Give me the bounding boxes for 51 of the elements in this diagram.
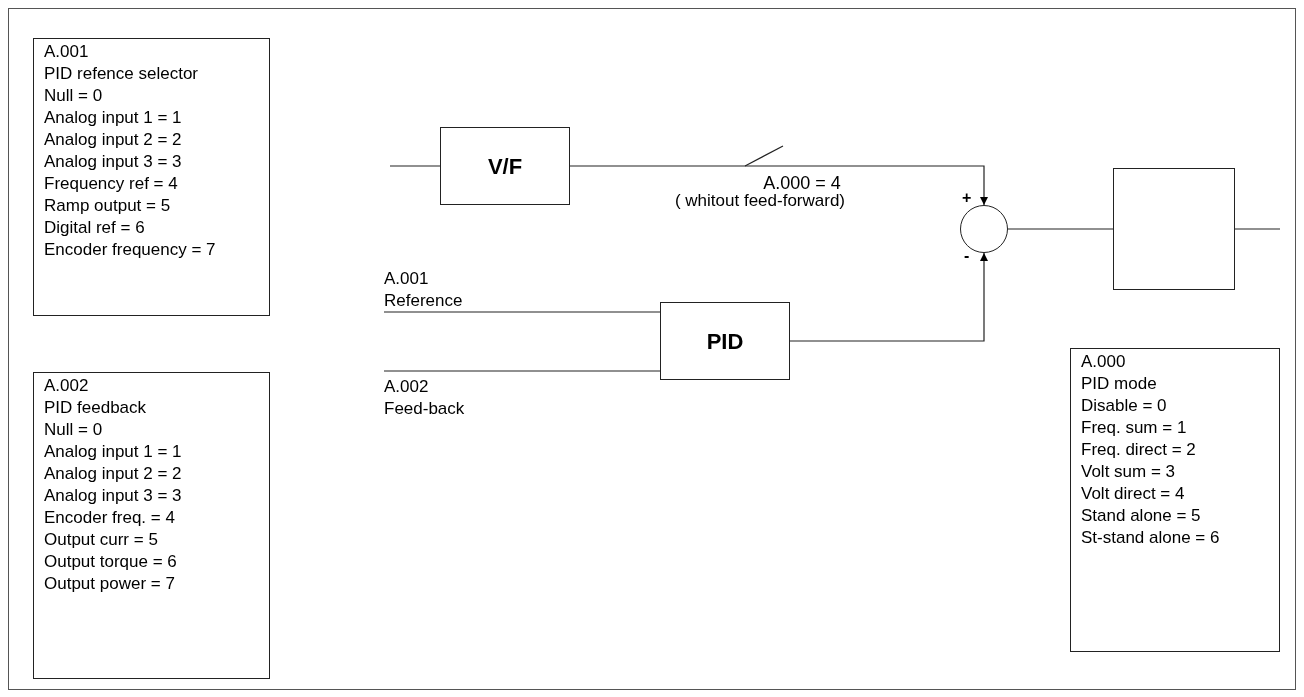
sign-label: +	[962, 190, 973, 206]
option-text: Ramp output = 5	[44, 195, 172, 217]
option-text: Stand alone = 5	[1081, 505, 1202, 527]
option-text: Null = 0	[44, 419, 104, 441]
signal-line	[389, 165, 441, 167]
parameter-title: PID feedback	[44, 397, 148, 419]
parameter-title: PID mode	[1081, 373, 1158, 395]
block-label: PID	[706, 327, 744, 356]
option-text: Encoder freq. = 4	[44, 507, 176, 529]
arrow	[789, 252, 988, 342]
option-text: Analog input 1 = 1	[44, 441, 183, 463]
parameter-box	[33, 372, 270, 679]
option-text: Volt direct = 4	[1081, 483, 1186, 505]
block-box	[1113, 168, 1235, 290]
parameter-code: A.000	[1081, 351, 1127, 373]
option-text: Analog input 3 = 3	[44, 151, 183, 173]
switch-label: A.000 = 4	[762, 174, 842, 192]
signal-line	[1007, 228, 1114, 230]
option-text: Encoder frequency = 7	[44, 239, 217, 261]
parameter-title: PID refence selector	[44, 63, 199, 85]
switch-label: ( whitout feed-forward)	[673, 192, 847, 209]
option-text: St-stand alone = 6	[1081, 527, 1221, 549]
parameter-box	[33, 38, 270, 316]
option-text: Analog input 2 = 2	[44, 129, 183, 151]
signal-line	[383, 311, 661, 313]
edge-label: A.002 Feed-back	[384, 376, 465, 420]
option-text: Digital ref = 6	[44, 217, 146, 239]
parameter-box	[1070, 348, 1280, 652]
parameter-code: A.002	[44, 375, 90, 397]
edge-label: A.001 Reference	[384, 268, 463, 312]
option-text: Null = 0	[44, 85, 104, 107]
function-block	[440, 127, 570, 205]
signal-line	[1234, 228, 1281, 230]
option-text: Freq. direct = 2	[1081, 439, 1197, 461]
sign-label: -	[964, 248, 971, 264]
option-text: Analog input 2 = 2	[44, 463, 183, 485]
arrow	[569, 165, 988, 206]
option-text: Disable = 0	[1081, 395, 1168, 417]
option-text: Freq. sum = 1	[1081, 417, 1188, 439]
option-text: Output power = 7	[44, 573, 176, 595]
block-label: V/F	[487, 152, 523, 181]
signal-line	[383, 370, 661, 372]
option-text: Volt sum = 3	[1081, 461, 1177, 483]
option-text: Analog input 1 = 1	[44, 107, 183, 129]
option-text: Output curr = 5	[44, 529, 159, 551]
summing-junction	[960, 205, 1008, 253]
function-block	[660, 302, 790, 380]
option-text: Frequency ref = 4	[44, 173, 179, 195]
option-text: Output torque = 6	[44, 551, 178, 573]
option-text: Analog input 3 = 3	[44, 485, 183, 507]
parameter-code: A.001	[44, 41, 90, 63]
